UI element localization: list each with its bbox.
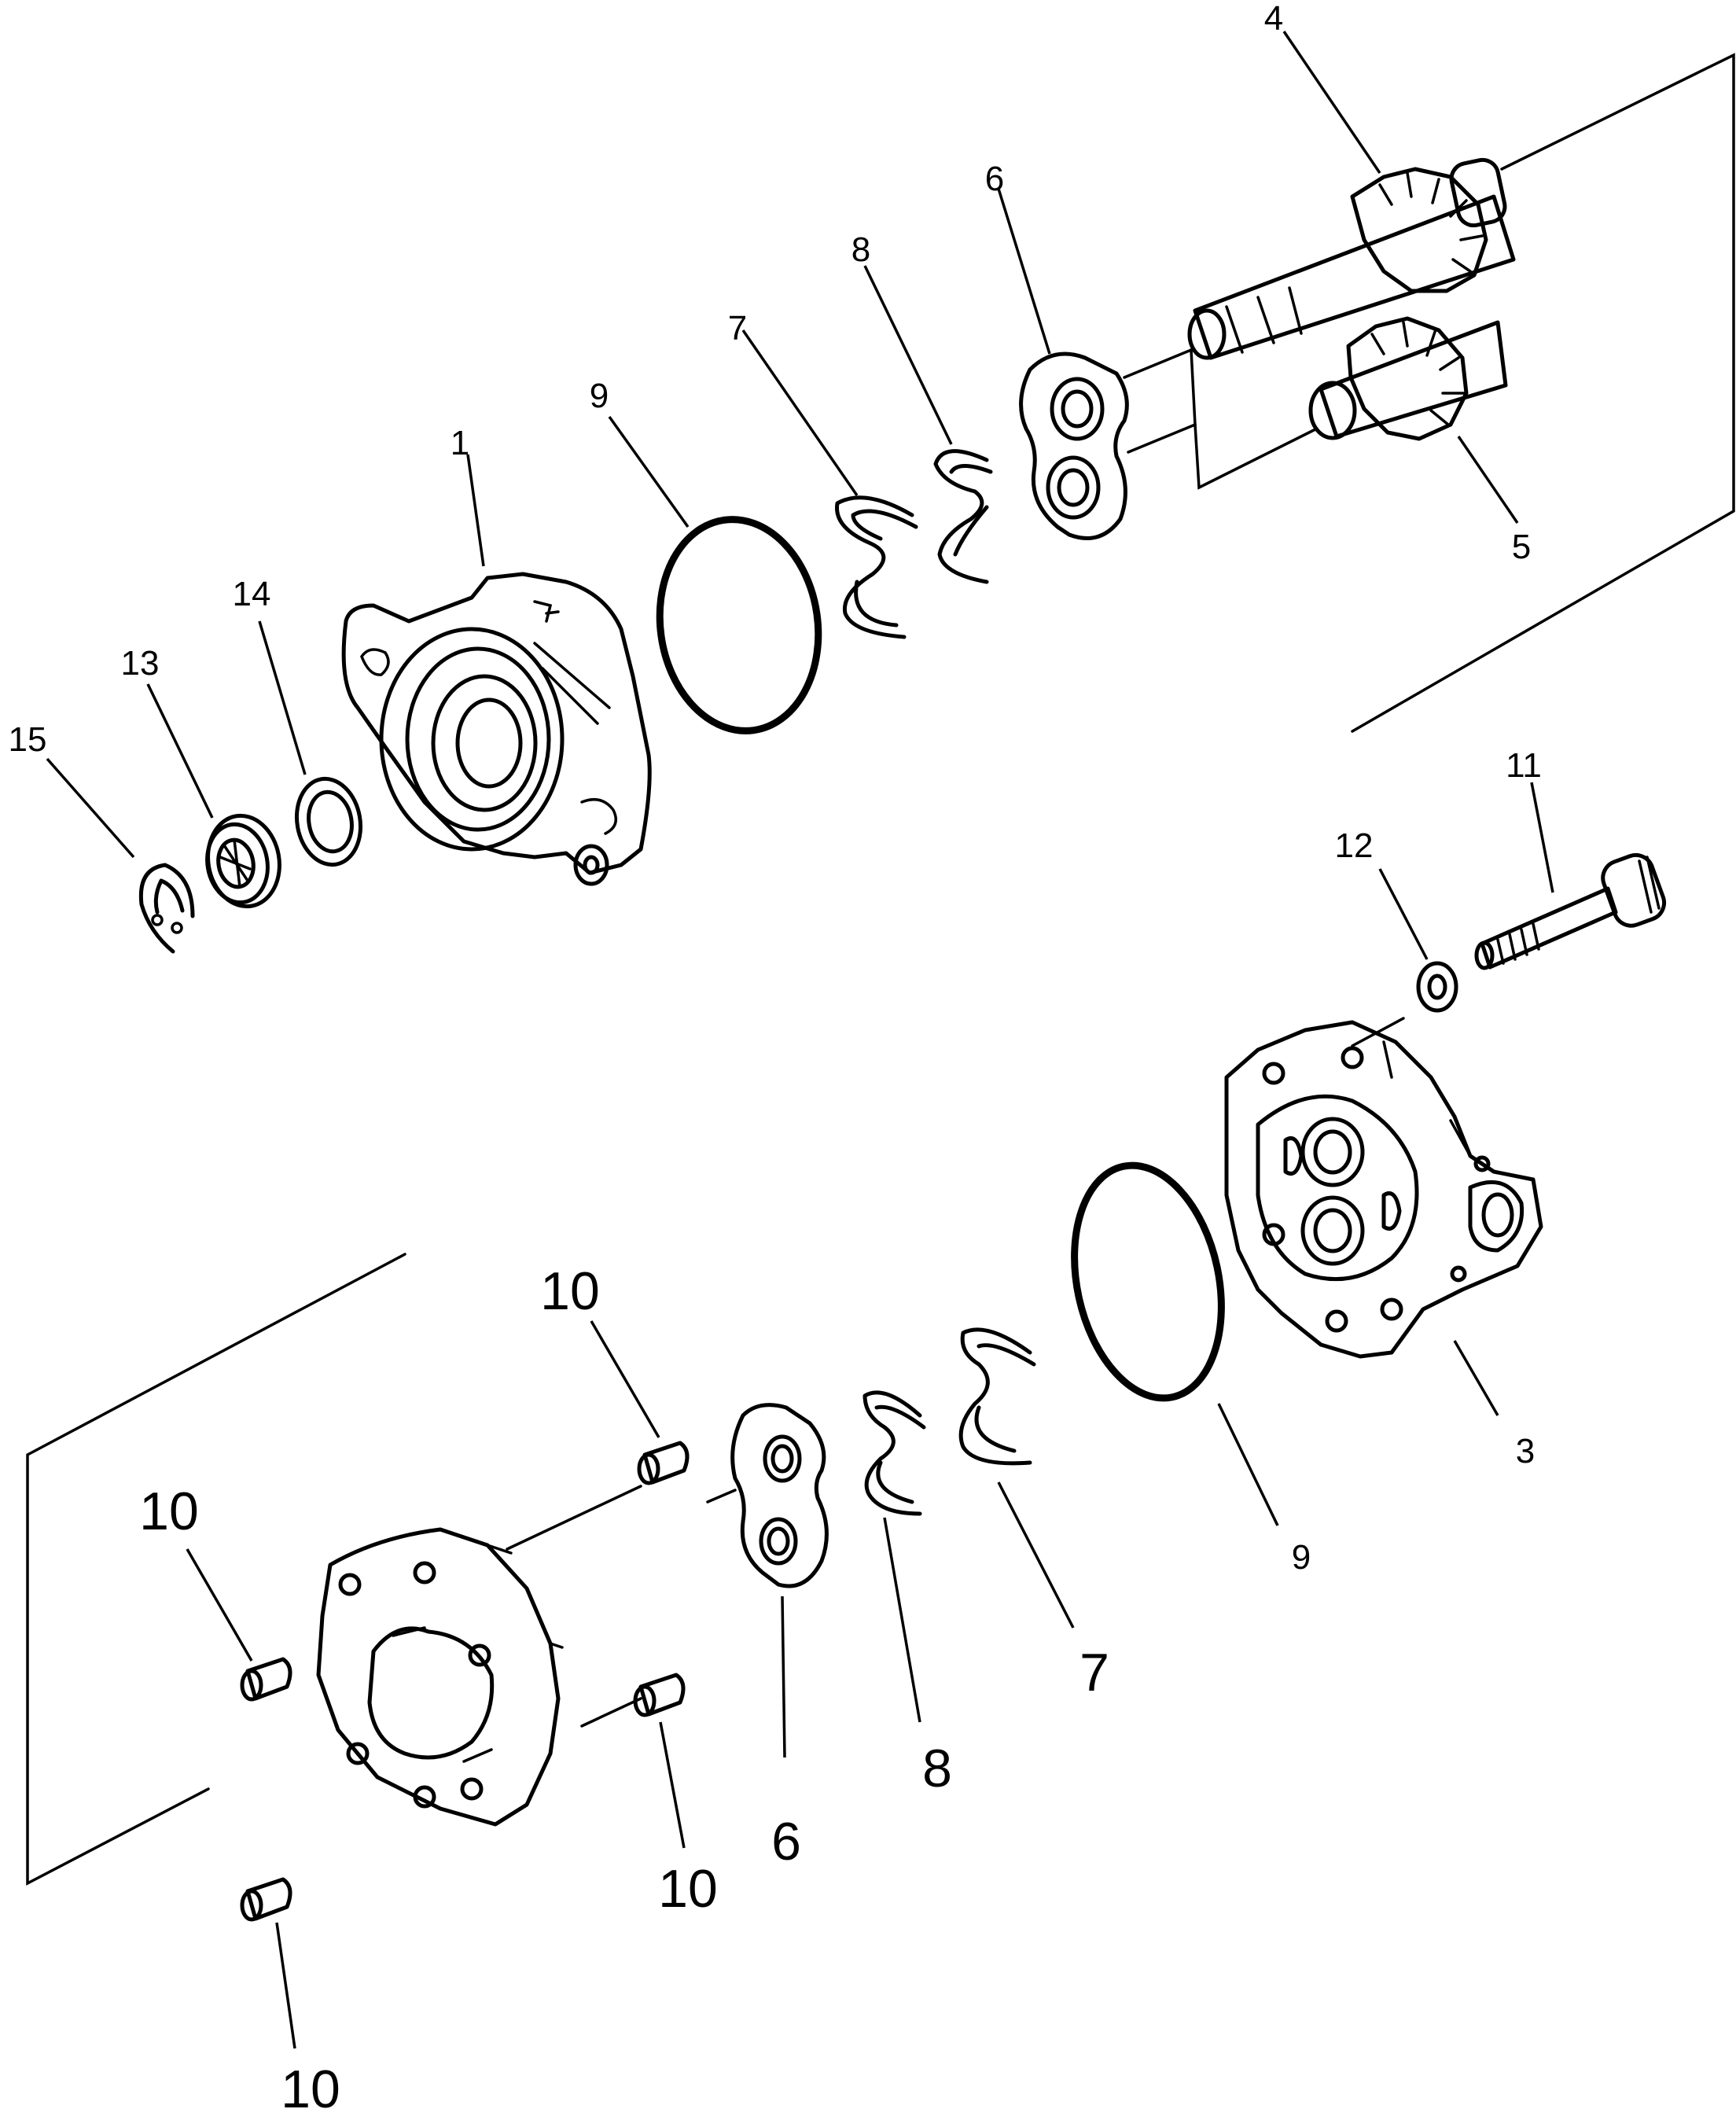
label-part-11: 11	[1506, 746, 1542, 785]
assembly-frame-lower	[26, 1017, 1405, 1886]
label-part-1: 1	[451, 424, 469, 462]
label-part-9-lower: 9	[1292, 1538, 1311, 1577]
dowel-pin-b	[240, 1657, 292, 1702]
front-cover	[341, 572, 652, 886]
label-part-15: 15	[9, 720, 47, 759]
label-part-8-upper: 8	[851, 230, 870, 269]
label-part-3: 3	[1516, 1432, 1535, 1470]
label-part-9-upper: 9	[590, 377, 609, 415]
label-part-10-a: 10	[540, 1261, 600, 1321]
o-ring-lower	[1071, 1161, 1225, 1402]
label-part-5: 5	[1512, 528, 1531, 566]
dowel-pin-a	[637, 1441, 690, 1485]
drive-gear-shaft	[1187, 157, 1516, 360]
gear-housing	[316, 1527, 564, 1827]
label-part-7-upper: 7	[728, 309, 747, 348]
seal-lower-8	[862, 1390, 926, 1516]
side-plate-lower	[730, 1403, 829, 1588]
label-part-12: 12	[1335, 826, 1374, 865]
o-ring-upper	[656, 516, 822, 734]
dowel-pin-c	[633, 1673, 686, 1717]
side-plate-upper	[1019, 351, 1129, 540]
seal-upper-7	[835, 495, 918, 639]
label-part-14: 14	[233, 575, 271, 613]
washer	[294, 776, 363, 867]
seal-lower-7	[958, 1327, 1036, 1466]
assembly-frame-upper	[1123, 53, 1735, 733]
label-part-10-d: 10	[281, 2059, 340, 2119]
driven-gear	[1308, 316, 1508, 441]
snap-ring	[138, 863, 195, 954]
part-labels: 4 5 6 8 7 9 1 14 13 15 11 12 3 9 7 8 6 1…	[9, 0, 1542, 2119]
label-part-6-upper: 6	[985, 160, 1004, 198]
label-part-13: 13	[121, 644, 160, 683]
label-part-8-lower: 8	[922, 1739, 952, 1798]
rear-cover	[1224, 1020, 1543, 1359]
leader-lines	[46, 31, 1554, 2049]
label-part-7-lower: 7	[1079, 1643, 1109, 1702]
seal-upper-8	[933, 449, 993, 584]
dowel-pin-d	[240, 1877, 292, 1922]
label-part-6-lower: 6	[771, 1812, 801, 1872]
bearing	[205, 813, 281, 909]
bolt	[1474, 852, 1667, 970]
bolt-washer	[1416, 961, 1458, 1013]
label-part-10-c: 10	[658, 1859, 718, 1919]
label-part-10-b: 10	[139, 1481, 199, 1541]
label-part-4: 4	[1264, 0, 1283, 38]
